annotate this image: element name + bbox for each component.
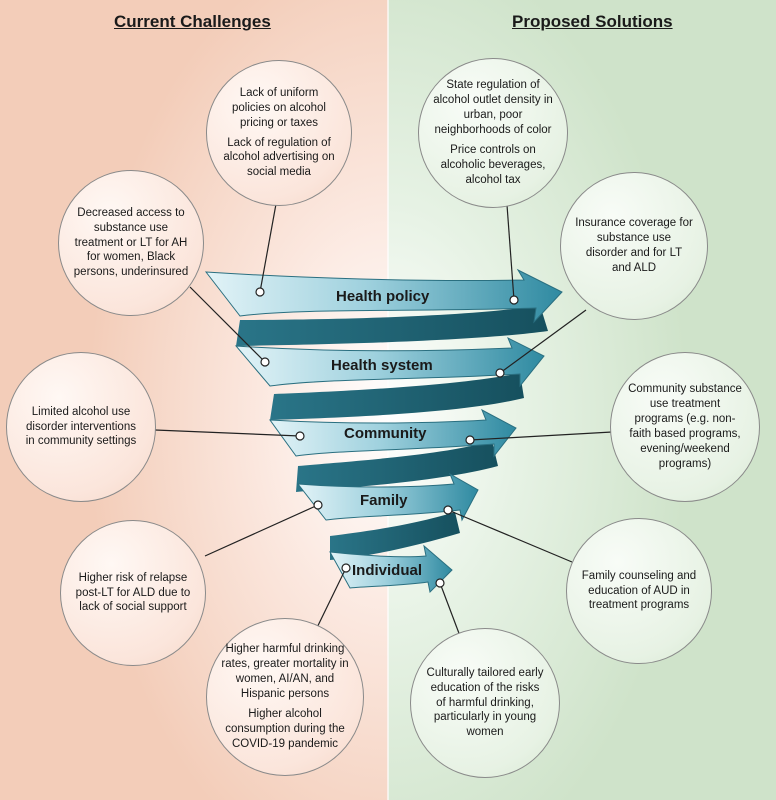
level-label-health-policy: Health policy	[336, 288, 430, 305]
ribbon-back-4	[330, 512, 460, 560]
solution-circle-individual: Culturally tailored early education of t…	[410, 628, 560, 778]
connector-challenge-2	[189, 286, 266, 363]
solution-text: Insurance coverage for substance use dis…	[575, 217, 693, 274]
level-label-community: Community	[344, 425, 427, 442]
challenge-text: Decreased access to substance use treatm…	[73, 206, 189, 279]
challenge-text: Higher risk of relapse post-LT for ALD d…	[75, 571, 191, 614]
challenge-circle-community: Limited alcohol use disorder interventio…	[6, 352, 156, 502]
ribbon-band-health-system	[234, 336, 545, 388]
connector-dot	[509, 295, 519, 305]
solution-text: Culturally tailored early education of t…	[426, 666, 544, 739]
solution-text: Family counseling and education of AUD i…	[581, 569, 697, 612]
ribbon-back-3	[296, 441, 498, 492]
level-label-family: Family	[360, 492, 408, 509]
challenge-circle-individual: Higher harmful drinking rates, greater m…	[206, 618, 364, 776]
connector-solution-1	[506, 204, 515, 301]
connector-challenge-3	[154, 429, 301, 437]
connector-dot	[435, 578, 445, 588]
challenge-text: Higher harmful drinking rates, greater m…	[221, 643, 349, 701]
solution-circle-policy: State regulation of alcohol outlet densi…	[418, 58, 568, 208]
solution-text: Price controls on alcoholic beverages, a…	[440, 143, 546, 186]
solution-circle-community: Community substance use treatment progra…	[610, 352, 760, 502]
challenge-text: Higher alcohol consumption during the CO…	[225, 707, 345, 750]
solution-text: State regulation of alcohol outlet densi…	[433, 79, 553, 137]
ribbon-band-community	[268, 408, 517, 458]
ribbon-back-2	[270, 373, 524, 420]
challenge-text: Limited alcohol use disorder interventio…	[25, 405, 137, 448]
level-label-health-system: Health system	[331, 357, 433, 374]
connector-dot	[443, 505, 453, 515]
connector-challenge-4	[204, 504, 319, 557]
ribbon-front-bands	[204, 268, 563, 594]
connector-dot	[260, 357, 270, 367]
challenge-circle-system: Decreased access to substance use treatm…	[58, 170, 204, 316]
ribbon-band-family	[296, 472, 479, 522]
connector-solution-3	[469, 431, 613, 441]
connector-dot	[465, 435, 475, 445]
solution-circle-system: Insurance coverage for substance use dis…	[560, 172, 708, 320]
connector-dot	[313, 500, 323, 510]
connector-challenge-1	[259, 203, 277, 293]
challenge-text: Lack of regulation of alcohol advertisin…	[223, 136, 335, 179]
solution-text: Community substance use treatment progra…	[628, 383, 742, 470]
connector-solution-2	[499, 309, 587, 374]
challenge-circle-policy: Lack of uniform policies on alcohol pric…	[206, 60, 352, 206]
ribbon-band-health-policy	[204, 268, 563, 324]
current-challenges-heading: Current Challenges	[114, 12, 271, 31]
connector-dot	[341, 563, 351, 573]
challenge-circle-family: Higher risk of relapse post-LT for ALD d…	[60, 520, 206, 666]
challenge-text: Lack of uniform policies on alcohol pric…	[232, 86, 326, 129]
connector-dot	[495, 368, 505, 378]
solution-circle-family: Family counseling and education of AUD i…	[566, 518, 712, 664]
connector-dot	[295, 431, 305, 441]
connector-solution-5	[439, 582, 461, 637]
connector-dot	[255, 287, 265, 297]
level-label-individual: Individual	[352, 562, 423, 579]
ribbon-band-individual	[329, 544, 453, 594]
ribbon-back-1	[236, 305, 548, 346]
proposed-solutions-heading: Proposed Solutions	[512, 12, 673, 31]
connector-solution-4	[447, 509, 573, 563]
ribbon-back-segments	[236, 305, 548, 560]
